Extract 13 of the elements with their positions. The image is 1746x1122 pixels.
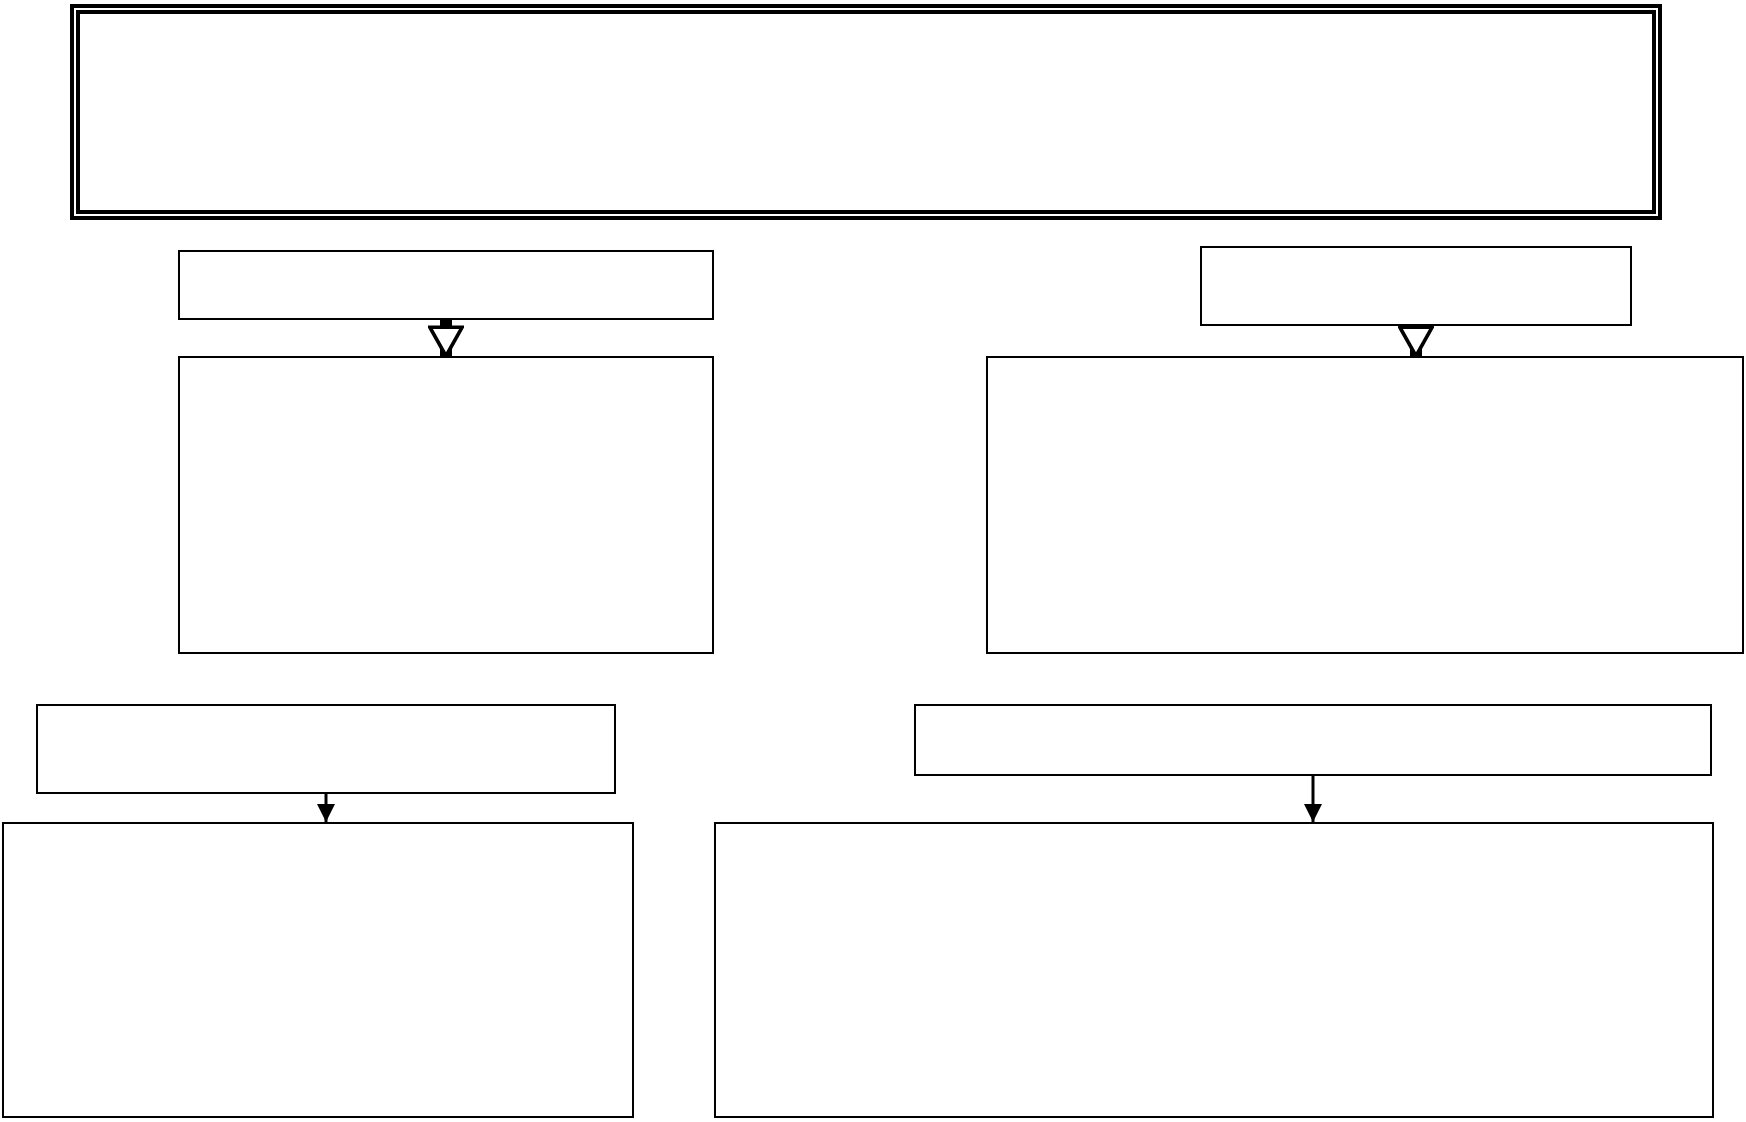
arrow — [1304, 776, 1322, 822]
empty-box — [914, 704, 1712, 776]
block-arrow — [1398, 325, 1434, 358]
empty-box — [1200, 246, 1632, 326]
empty-box — [986, 356, 1744, 654]
empty-box — [178, 356, 714, 654]
empty-box — [36, 704, 616, 794]
arrow — [317, 794, 335, 822]
empty-box — [714, 822, 1714, 1118]
empty-box — [178, 250, 714, 320]
title-box — [70, 4, 1662, 220]
empty-box — [2, 822, 634, 1118]
block-arrow — [428, 320, 464, 358]
